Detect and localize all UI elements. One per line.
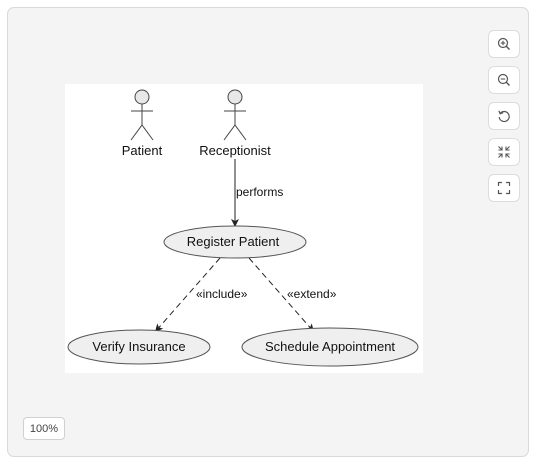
diagram-viewer: Patient Receptionist performs — [7, 7, 529, 457]
use-case-register-patient[interactable]: Register Patient — [163, 225, 307, 259]
zoom-in-icon — [497, 37, 510, 50]
use-case-verify-insurance[interactable]: Verify Insurance — [67, 329, 211, 365]
relation-label: «include» — [196, 287, 248, 301]
relation-include: «include» — [154, 257, 248, 333]
use-case-label: Register Patient — [187, 234, 280, 249]
actor-label: Receptionist — [199, 143, 271, 158]
actor-receptionist[interactable]: Receptionist — [199, 89, 271, 158]
actor-patient[interactable]: Patient — [122, 89, 163, 158]
zoom-toolbar — [488, 30, 522, 210]
zoom-in-button[interactable] — [488, 30, 520, 58]
relation-performs: performs — [231, 159, 283, 227]
zoom-level-indicator: 100% — [23, 417, 65, 440]
fit-button[interactable] — [488, 138, 520, 166]
actor-label: Patient — [122, 143, 163, 158]
fullscreen-icon — [497, 181, 511, 195]
fullscreen-button[interactable] — [488, 174, 520, 202]
use-case-diagram: Patient Receptionist performs — [67, 89, 419, 367]
use-case-label: Verify Insurance — [92, 339, 185, 354]
zoom-out-icon — [497, 73, 510, 86]
relation-label: performs — [236, 185, 283, 199]
stick-figure-icon — [223, 89, 247, 141]
include-line — [154, 257, 221, 333]
stick-figure-icon — [130, 89, 154, 141]
relation-extend: «extend» — [248, 257, 337, 333]
diagram-canvas[interactable]: Patient Receptionist performs — [65, 84, 423, 373]
use-case-schedule-appointment[interactable]: Schedule Appointment — [241, 327, 419, 367]
zoom-out-button[interactable] — [488, 66, 520, 94]
extend-line — [248, 257, 315, 333]
use-case-label: Schedule Appointment — [265, 339, 395, 354]
fit-icon — [498, 146, 510, 158]
reset-icon — [498, 110, 510, 123]
relation-label: «extend» — [287, 287, 337, 301]
reset-button[interactable] — [488, 102, 520, 130]
